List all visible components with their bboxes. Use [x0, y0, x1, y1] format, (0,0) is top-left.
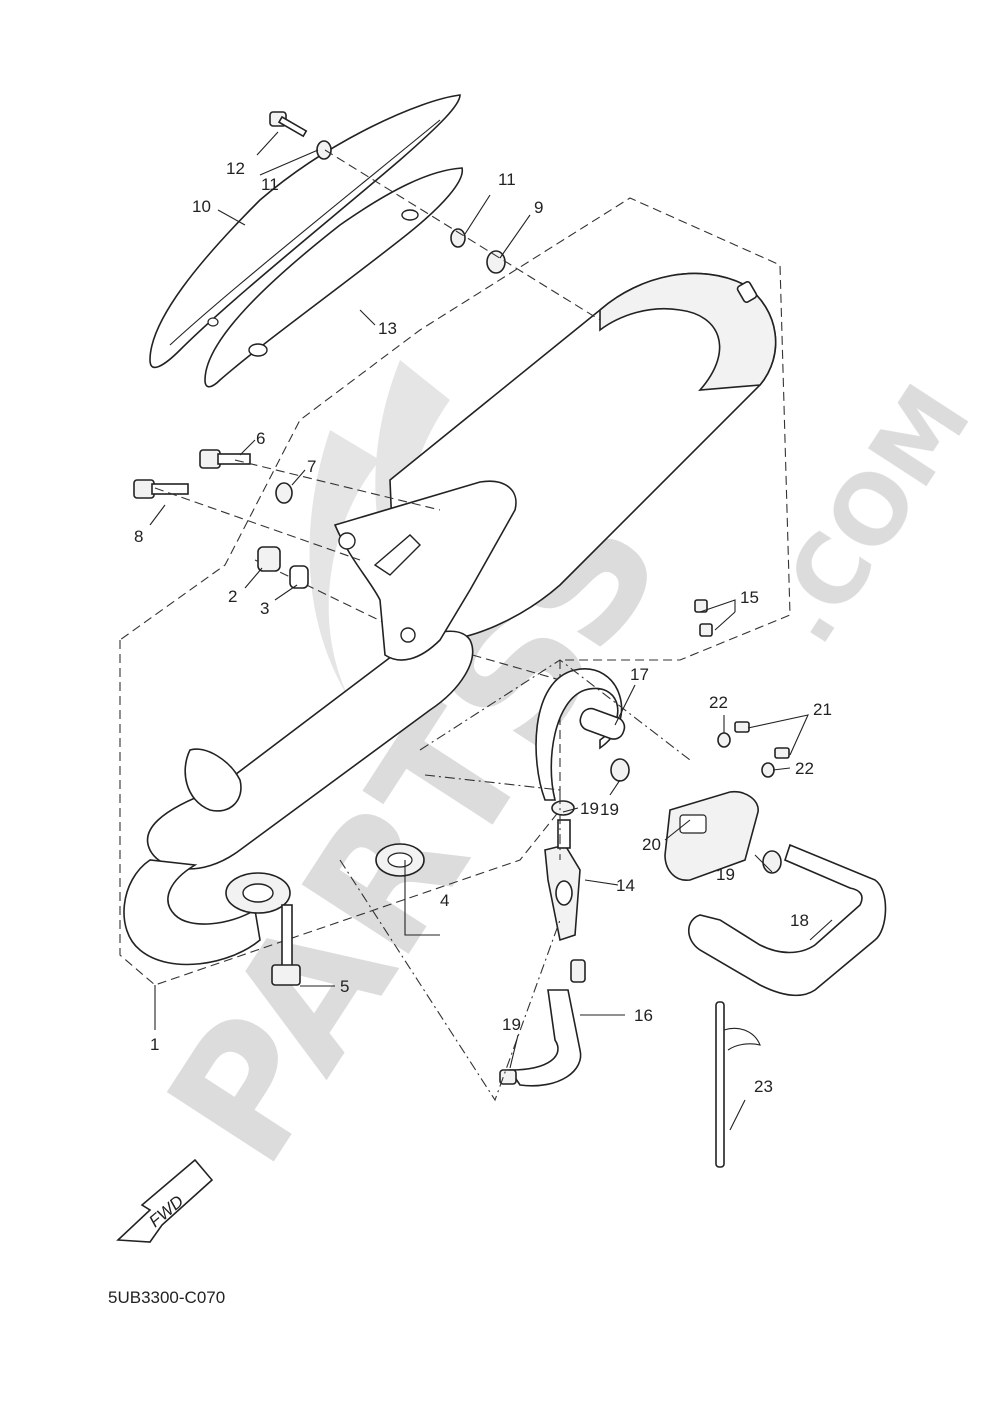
centerline: [419, 659, 691, 761]
bracket-14[interactable]: [544, 819, 581, 942]
callout-16: 16: [634, 1006, 653, 1025]
callout-1: 1: [150, 1035, 159, 1054]
screw-21[interactable]: [734, 721, 790, 759]
callout-15: 15: [740, 588, 759, 607]
bolt-6[interactable]: [199, 449, 251, 469]
exhaust-pipe-bend[interactable]: [123, 859, 261, 966]
nut-22-right[interactable]: [761, 762, 775, 778]
damper-3[interactable]: [289, 565, 309, 589]
fwd-arrow: FWD: [116, 1158, 214, 1243]
hose-clamp-19-bottom[interactable]: [499, 1069, 517, 1085]
hose-18[interactable]: [687, 843, 887, 997]
exhaust-pipe[interactable]: [146, 630, 474, 870]
callout-labels: 1 2 3 4 5 6 7 8 9 10 11 11 12 13 14 15 1…: [134, 159, 832, 1096]
hose-16[interactable]: [508, 989, 582, 1087]
callout-22-right: 22: [795, 759, 814, 778]
callout-19-right: 19: [716, 865, 735, 884]
callout-8: 8: [134, 527, 143, 546]
bolt-12[interactable]: [269, 111, 308, 138]
muffler-mount-bracket[interactable]: [333, 480, 517, 661]
gasket-4-hole: [387, 852, 413, 868]
callout-5: 5: [340, 977, 349, 996]
heat-shield-plate[interactable]: [204, 167, 464, 388]
exhaust-pipe-inlet: [184, 748, 242, 812]
bracket-hole: [400, 627, 416, 643]
heat-shield-cover[interactable]: [149, 94, 461, 369]
callout-11-right: 11: [498, 170, 516, 189]
reed-valve-20[interactable]: [664, 790, 759, 881]
callout-18: 18: [790, 911, 809, 930]
centerline: [424, 774, 561, 860]
hose-17[interactable]: [535, 668, 623, 801]
callout-21: 21: [813, 700, 832, 719]
hose-clamp-19-right[interactable]: [762, 850, 782, 874]
callout-19-mid: 19: [600, 800, 619, 819]
muffler-end-cap: [599, 272, 777, 391]
callout-23: 23: [754, 1077, 773, 1096]
centerline: [324, 149, 601, 321]
callout-20: 20: [642, 835, 661, 854]
callout-11-left: 11: [261, 175, 279, 194]
callout-7: 7: [307, 457, 316, 476]
shield-hole: [248, 343, 268, 357]
callout-3: 3: [260, 599, 269, 618]
exhaust-flange-hole: [242, 883, 274, 903]
shield-hole: [401, 209, 419, 221]
bolt-5[interactable]: [271, 904, 301, 986]
callout-19-top: 19: [580, 799, 599, 818]
hose-17-straight: [579, 707, 626, 740]
bolt-8[interactable]: [133, 479, 189, 499]
nut-22-top[interactable]: [717, 732, 731, 748]
callout-4: 4: [440, 891, 449, 910]
collar-2[interactable]: [257, 546, 281, 572]
washer-7[interactable]: [275, 482, 293, 504]
callout-2: 2: [228, 587, 237, 606]
shield-hole: [207, 317, 219, 327]
callout-10: 10: [192, 197, 211, 216]
heat-shield-cover-inner: [169, 119, 441, 346]
bracket-hole: [338, 532, 356, 550]
callout-14: 14: [616, 876, 635, 895]
bracket-slot: [373, 534, 421, 576]
muffler-tail-pipe: [736, 281, 758, 303]
callout-19-bottom: 19: [502, 1015, 521, 1034]
callout-22-top: 22: [709, 693, 728, 712]
washer-11-mid[interactable]: [450, 228, 466, 248]
hose-clamp-19-top[interactable]: [551, 800, 575, 816]
bolt-15[interactable]: [694, 599, 713, 637]
assembly-boundary: [119, 197, 791, 986]
callout-9: 9: [534, 198, 543, 217]
callout-17: 17: [630, 665, 649, 684]
centerline: [339, 859, 561, 1102]
cable-tie-23[interactable]: [715, 1001, 761, 1168]
callout-leaders: [149, 131, 833, 1131]
callout-13: 13: [378, 319, 397, 338]
hose-connector: [570, 959, 586, 983]
callout-6: 6: [256, 429, 265, 448]
diagram-code: 5UB3300-C070: [108, 1288, 225, 1307]
reed-valve-plate: [679, 814, 707, 834]
centerline: [154, 487, 361, 561]
hose-clamp-19-mid[interactable]: [610, 758, 630, 782]
centerline: [234, 459, 441, 511]
callout-12: 12: [226, 159, 245, 178]
washer-11-top[interactable]: [316, 140, 332, 160]
